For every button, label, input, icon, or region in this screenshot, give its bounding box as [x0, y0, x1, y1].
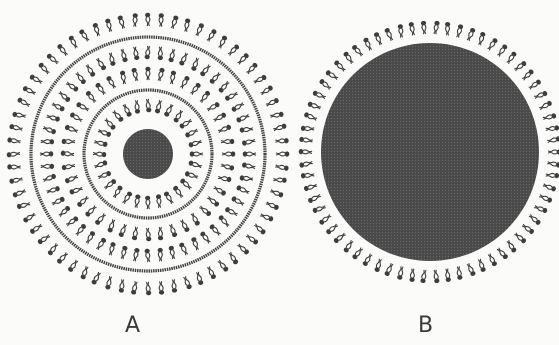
structure-a-multilamellar-liposome	[6, 13, 289, 296]
panel-label-b: B	[418, 313, 433, 338]
micelle-core	[321, 43, 539, 261]
panel-label-a: A	[125, 313, 140, 338]
inner-core	[123, 129, 173, 179]
structure-b-micelle-with-core	[299, 20, 559, 283]
